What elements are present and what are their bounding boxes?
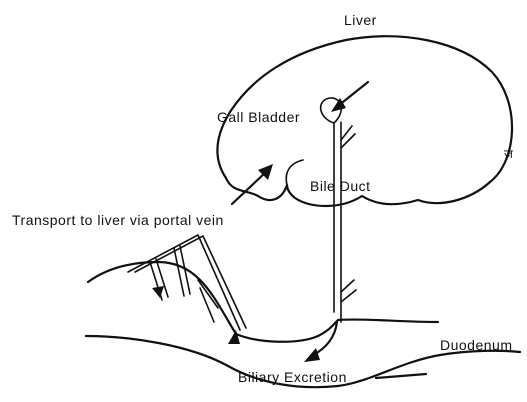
duodenum-label: Duodenum <box>440 337 513 353</box>
liver-label: Liver <box>344 12 377 28</box>
vein-left-rail <box>128 235 240 330</box>
vein-arrow-left <box>152 286 164 298</box>
bile-duct-label: Bile Duct <box>310 178 371 194</box>
artist-signature: ज <box>504 147 514 161</box>
gall-bladder-label: Gall Bladder <box>217 109 300 125</box>
biliary-excretion-label: Biliary Excretion <box>238 369 347 385</box>
biliary-excretion-arrowhead <box>304 348 320 362</box>
intestine-upper-wall <box>88 262 438 342</box>
bile-duct-lower-branch-2 <box>341 290 356 302</box>
vein-right-rail <box>135 236 246 328</box>
liver-fissure <box>286 160 303 185</box>
bile-duct-lower-branch-1 <box>341 280 354 292</box>
vein-rung-5 <box>198 280 218 308</box>
transport-label: Transport to liver via portal vein <box>12 212 224 228</box>
biliary-excretion-leader <box>376 374 426 378</box>
